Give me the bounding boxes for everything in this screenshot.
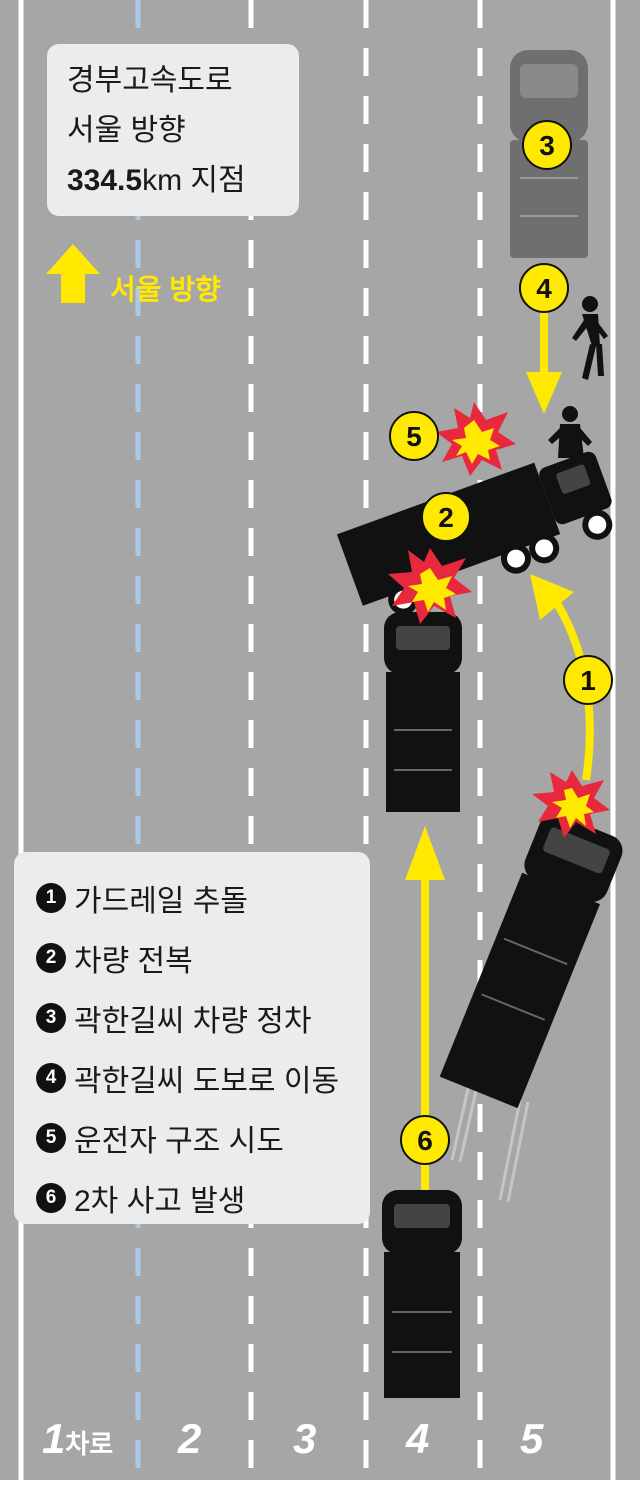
collision-arrow-head-icon [405, 826, 445, 880]
legend-number: 5 [36, 1123, 66, 1153]
secondary-truck-icon [382, 1190, 462, 1398]
legend-number: 3 [36, 1003, 66, 1033]
location-direction: 서울 방향 [67, 114, 186, 147]
lane-label-1: 1차로 [42, 1418, 113, 1460]
road-bottom-edge [0, 1480, 640, 1489]
lane-label-5: 5 [520, 1415, 544, 1462]
location-box: 경부고속도로 서울 방향 334.5km 지점 [47, 44, 299, 216]
lane-suffix: 차로 [65, 1429, 114, 1459]
step-badge-3: 3 [522, 120, 572, 170]
legend-text: 곽한길씨 차량 정차 [74, 1005, 312, 1038]
legend-item: 4 곽한길씨 도보로 이동 [36, 1056, 339, 1100]
svg-text:4: 4 [536, 273, 552, 304]
legend-text: 2차 사고 발생 [74, 1185, 246, 1218]
legend-text: 운전자 구조 시도 [74, 1125, 284, 1158]
legend-box: 1 가드레일 추돌 2 차량 전복 3 곽한길씨 차량 정차 4 곽한길씨 도보로 이동… [14, 852, 370, 1224]
location-road-name: 경부고속도로 [67, 64, 233, 97]
legend-text: 곽한길씨 도보로 이동 [74, 1065, 340, 1098]
location-km-value: 334.5 [67, 164, 143, 197]
parked-car-icon [510, 50, 588, 258]
svg-text:6: 6 [417, 1125, 433, 1156]
direction-label: 서울 방향 [110, 274, 221, 305]
walk-arrow-head-icon [526, 372, 562, 414]
walking-person-icon [572, 296, 608, 380]
location-km-suffix: km 지점 [142, 164, 246, 197]
legend-item: 3 곽한길씨 차량 정차 [36, 996, 311, 1040]
legend-text: 가드레일 추돌 [74, 885, 248, 918]
explosion-icon [436, 402, 516, 476]
legend-item: 1 가드레일 추돌 [36, 876, 248, 920]
legend-number: 1 [36, 883, 66, 913]
skid-marks [450, 1079, 530, 1203]
svg-text:1: 1 [580, 665, 596, 696]
rescuer-person-icon [548, 406, 592, 458]
svg-text:2: 2 [438, 502, 454, 533]
explosion-icon [388, 548, 472, 624]
legend-item: 6 2차 사고 발생 [36, 1176, 245, 1220]
lane-label-3: 3 [293, 1415, 317, 1462]
legend-number: 6 [36, 1183, 66, 1213]
svg-text:3: 3 [539, 130, 555, 161]
legend-number: 4 [36, 1063, 66, 1093]
step-badge-5: 5 [389, 411, 439, 461]
guardrail-truck-icon [439, 813, 623, 1109]
lane-number: 1 [42, 1415, 66, 1462]
step-badge-4: 4 [519, 263, 569, 313]
legend-item: 2 차량 전복 [36, 936, 193, 980]
step-badge-2: 2 [421, 492, 471, 542]
legend-text: 차량 전복 [74, 945, 193, 978]
swerve-arrow-head-icon [530, 574, 574, 620]
location-distance: 334.5km 지점 [67, 166, 246, 196]
legend-number: 2 [36, 943, 66, 973]
legend-item: 5 운전자 구조 시도 [36, 1116, 284, 1160]
direction-arrow-icon [46, 244, 100, 303]
step-badge-6: 6 [400, 1115, 450, 1165]
explosion-icon [532, 770, 610, 838]
lane-label-2: 2 [178, 1415, 202, 1462]
svg-text:5: 5 [406, 421, 422, 452]
lane-label-4: 4 [406, 1415, 430, 1462]
stopped-truck-icon [384, 612, 462, 812]
step-badge-1: 1 [563, 655, 613, 705]
